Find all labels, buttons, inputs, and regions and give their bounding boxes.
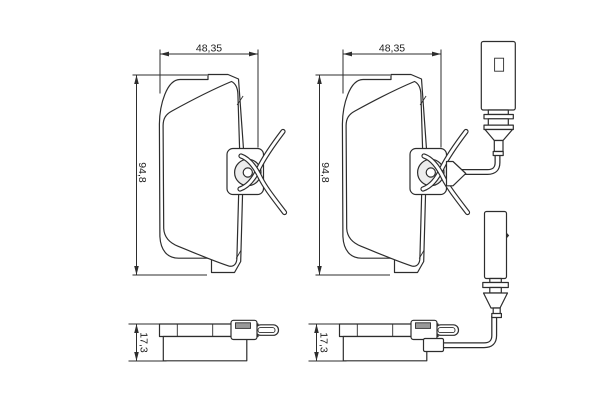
connector-boot — [484, 128, 514, 142]
sensor-connector-upper — [480, 40, 516, 157]
thickness-label-side-left: 17,3 — [137, 332, 149, 353]
connector-stem — [493, 139, 504, 153]
dimension-width-front-right: 48,35 — [342, 43, 442, 148]
sensor-wire-upper — [461, 154, 501, 175]
dimension-height-front-right: 94,8 — [315, 74, 390, 276]
connector-latch-nub — [506, 232, 510, 239]
thickness-label-side-right: 17,3 — [317, 332, 329, 353]
dimension-thickness-side-left: 17,3 — [128, 323, 167, 362]
connector-housing-side — [483, 210, 508, 280]
connector-ferrule-side — [491, 312, 502, 319]
wear-sensor-body-side — [422, 337, 445, 353]
dimension-width-front-left: 48,35 — [159, 43, 259, 148]
connector-flange-1 — [483, 113, 514, 120]
width-label-front-left: 48,35 — [196, 43, 222, 55]
connector-neck — [487, 109, 509, 116]
width-label-front-right: 48,35 — [379, 43, 405, 55]
connector-flange-side — [482, 281, 509, 289]
connector-latch-window — [494, 57, 505, 72]
dimension-thickness-side-right: 17,3 — [308, 323, 347, 362]
sensor-connector-lower — [442, 210, 510, 349]
wear-sensor-tip — [445, 160, 467, 187]
connector-housing — [480, 40, 516, 111]
dimension-height-front-left: 94,8 — [132, 74, 207, 276]
connector-flange-2 — [483, 124, 514, 131]
connector-boot-side — [482, 292, 509, 309]
side-view-left-pad — [158, 319, 280, 362]
wear-sensor-assembly — [422, 40, 516, 353]
connector-neck-side-2 — [489, 286, 502, 294]
connector-neck-2 — [487, 118, 509, 126]
height-label-front-right: 94,8 — [319, 162, 331, 183]
front-view-left-pad — [159, 75, 284, 273]
height-label-front-left: 94,8 — [136, 162, 148, 183]
connector-ferrule — [492, 150, 504, 157]
